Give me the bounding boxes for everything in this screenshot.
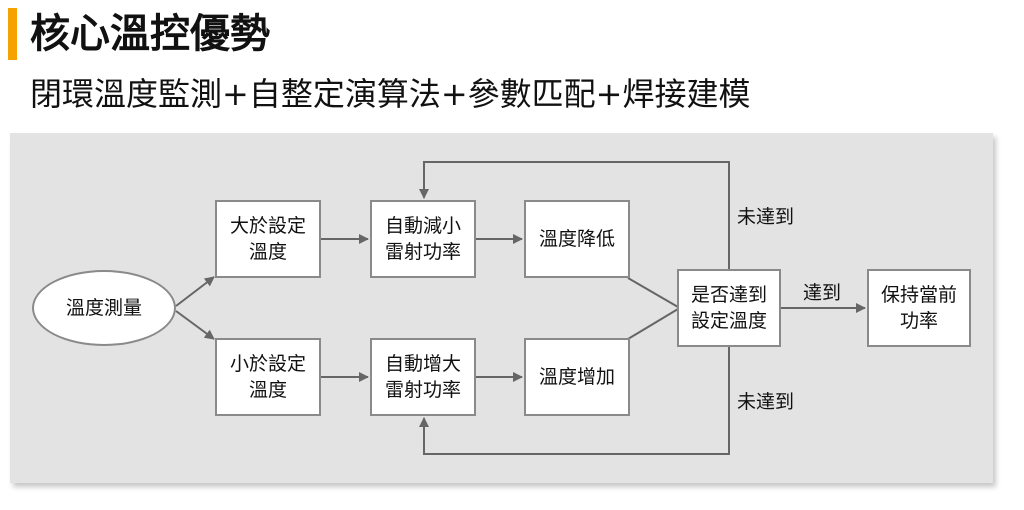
node-temperature-decrease: 溫度降低	[524, 200, 630, 278]
node-temperature-measurement: 溫度測量	[32, 270, 176, 346]
label-reached: 達到	[803, 282, 842, 304]
node-above-set-temperature: 大於設定溫度	[215, 200, 321, 278]
title-accent-bar	[8, 8, 17, 60]
page-title: 核心溫控優勢	[30, 11, 270, 57]
page-subtitle: 閉環溫度監測+自整定演算法+參數匹配+焊接建模	[30, 75, 751, 113]
label-not-reached-top: 未達到	[737, 206, 795, 228]
arrow-measure-to-above	[175, 276, 215, 307]
node-reached-set-temperature-check: 是否達到設定溫度	[677, 269, 781, 347]
node-reduce-laser-power: 自動減小雷射功率	[370, 200, 476, 278]
line-down-to-check	[627, 277, 679, 308]
node-temperature-increase: 溫度增加	[524, 338, 630, 416]
loop-bottom-not-reached	[419, 347, 730, 455]
arrow-measure-to-below	[175, 310, 215, 340]
node-increase-laser-power: 自動增大雷射功率	[370, 338, 476, 416]
line-up-to-check	[627, 308, 679, 340]
node-keep-current-power: 保持當前功率	[867, 269, 971, 347]
label-not-reached-bottom: 未達到	[737, 391, 795, 413]
loop-top-not-reached	[419, 161, 730, 270]
node-below-set-temperature: 小於設定溫度	[215, 338, 321, 416]
